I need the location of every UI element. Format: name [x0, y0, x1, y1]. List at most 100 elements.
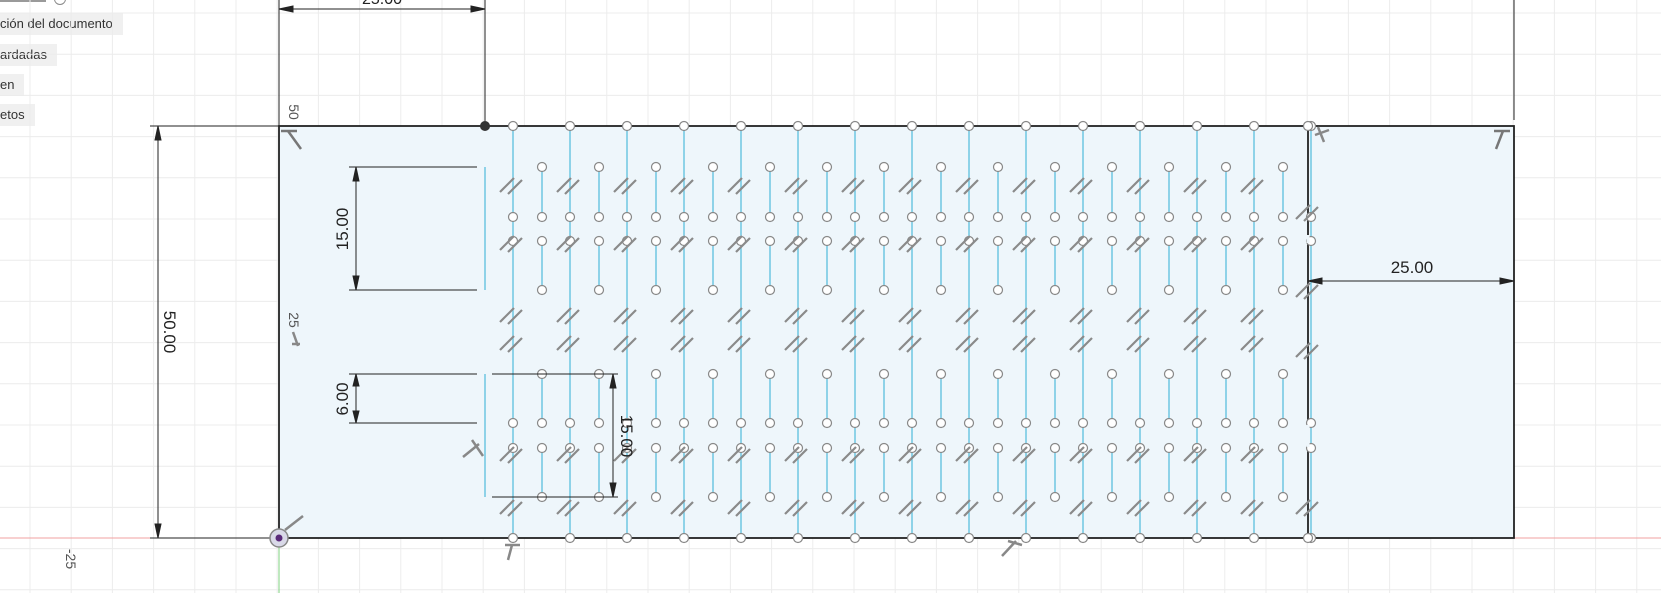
sketch-point	[764, 211, 776, 223]
sketch-point	[707, 491, 719, 503]
dimension-hole-size[interactable]	[349, 373, 477, 424]
sketch-point	[1277, 235, 1289, 247]
dimension-height[interactable]	[150, 125, 279, 539]
sketch-point	[621, 532, 633, 544]
parallel-constraint-icon	[1126, 307, 1150, 325]
parallel-constraint-icon	[670, 446, 694, 464]
parallel-constraint-icon	[1295, 204, 1319, 222]
sketch-point	[849, 417, 861, 429]
sketch-point	[1106, 442, 1118, 454]
sketch-point	[507, 120, 519, 132]
parallel-constraint-icon	[1012, 499, 1036, 517]
sketch-point	[792, 211, 804, 223]
sketch-point	[764, 442, 776, 454]
dimension-height-label[interactable]: 50.00	[160, 311, 179, 354]
sketch-point	[1248, 211, 1260, 223]
sketch-point	[935, 442, 947, 454]
sketch-point	[906, 532, 918, 544]
horizontal-constraint-icon[interactable]	[281, 129, 303, 150]
sketch-point	[1163, 491, 1175, 503]
sketch-point	[507, 532, 519, 544]
sketch-point	[593, 211, 605, 223]
parallel-constraint-icon	[499, 307, 523, 325]
dimension-top-width-label[interactable]: 25.00	[362, 0, 402, 8]
sketch-point	[1106, 417, 1118, 429]
dimension-hole-size-label[interactable]: 6.00	[333, 382, 352, 415]
sketch-point	[821, 211, 833, 223]
parallel-constraint-icon	[499, 177, 523, 195]
sketch-point	[1302, 120, 1314, 132]
parallel-constraint-icon	[1183, 499, 1207, 517]
parallel-constraint-icon	[1069, 335, 1093, 353]
dimension-right-width-label[interactable]: 25.00	[1391, 258, 1434, 277]
horizontal-constraint-icon[interactable]	[505, 543, 520, 561]
parallel-constraint-icon	[670, 177, 694, 195]
browser-item-origin[interactable]: en	[0, 74, 25, 96]
parallel-constraint-icon	[1012, 335, 1036, 353]
sketch-point	[650, 491, 662, 503]
dimension-right-width[interactable]	[1307, 0, 1515, 538]
sketch-profile[interactable]	[278, 125, 1515, 539]
sketch-point	[821, 491, 833, 503]
sketch-point	[878, 161, 890, 173]
parallel-constraint-icon	[670, 235, 694, 253]
sketch-point	[1049, 161, 1061, 173]
sketch-point	[764, 417, 776, 429]
sketch-point	[1106, 211, 1118, 223]
fix-constraint-icon[interactable]	[284, 515, 304, 531]
sketch-point	[1020, 211, 1032, 223]
dimension-spacing-top[interactable]	[349, 166, 477, 291]
parallel-constraint-icon	[1295, 499, 1319, 517]
sketch-point	[764, 235, 776, 247]
dimension-spacing-vertical-label[interactable]: 15.00	[617, 415, 636, 458]
vertical-constraint-icon[interactable]	[1314, 126, 1330, 143]
browser-item-bodies[interactable]: etos	[0, 104, 35, 126]
parallel-constraint-icon	[499, 235, 523, 253]
sketch-point	[536, 284, 548, 296]
sketch-point	[764, 368, 776, 380]
parallel-constraint-icon	[613, 177, 637, 195]
horizontal-constraint-icon[interactable]	[462, 439, 485, 458]
parallel-constraint-icon	[955, 499, 979, 517]
parallel-constraint-icon	[955, 307, 979, 325]
browser-header-bar[interactable]	[0, 0, 46, 2]
sketch-point-selected[interactable]	[480, 121, 490, 131]
sketch-point	[821, 368, 833, 380]
sketch-point	[1049, 442, 1061, 454]
sketch-point	[935, 417, 947, 429]
sketch-point	[1277, 211, 1289, 223]
sketch-point	[678, 211, 690, 223]
sketch-point	[1248, 120, 1260, 132]
sketch-point	[935, 161, 947, 173]
dimension-spacing-vertical[interactable]	[492, 373, 618, 498]
sketch-point	[678, 532, 690, 544]
parallel-constraint-icon	[1183, 235, 1207, 253]
sketch-point	[992, 442, 1004, 454]
sketch-point	[735, 417, 747, 429]
sketch-point	[1191, 417, 1203, 429]
dimension-spacing-top-label[interactable]: 15.00	[333, 208, 352, 251]
sketch-point	[1134, 120, 1146, 132]
parallel-constraint-icon	[613, 307, 637, 325]
parallel-constraint-icon	[499, 335, 523, 353]
sketch-point	[849, 120, 861, 132]
sketch-point	[821, 442, 833, 454]
sketch-point	[821, 417, 833, 429]
horizontal-constraint-icon[interactable]	[1001, 539, 1023, 557]
sketch-point	[650, 442, 662, 454]
horizontal-constraint-icon[interactable]	[1494, 129, 1510, 150]
parallel-constraint-icon	[1069, 499, 1093, 517]
sketch-point	[992, 417, 1004, 429]
sketch-point	[878, 491, 890, 503]
dimension-top-width[interactable]	[278, 0, 486, 126]
coincident-constraint-icon[interactable]	[291, 331, 300, 347]
parallel-constraint-icon	[556, 307, 580, 325]
sketch-point	[1134, 211, 1146, 223]
sketch-point	[764, 161, 776, 173]
sketch-point	[878, 417, 890, 429]
parallel-constraint-icon	[784, 235, 808, 253]
browser-item-document-settings[interactable]: ción del documento	[0, 13, 123, 35]
parallel-constraint-icon	[784, 177, 808, 195]
sketch-point	[821, 161, 833, 173]
